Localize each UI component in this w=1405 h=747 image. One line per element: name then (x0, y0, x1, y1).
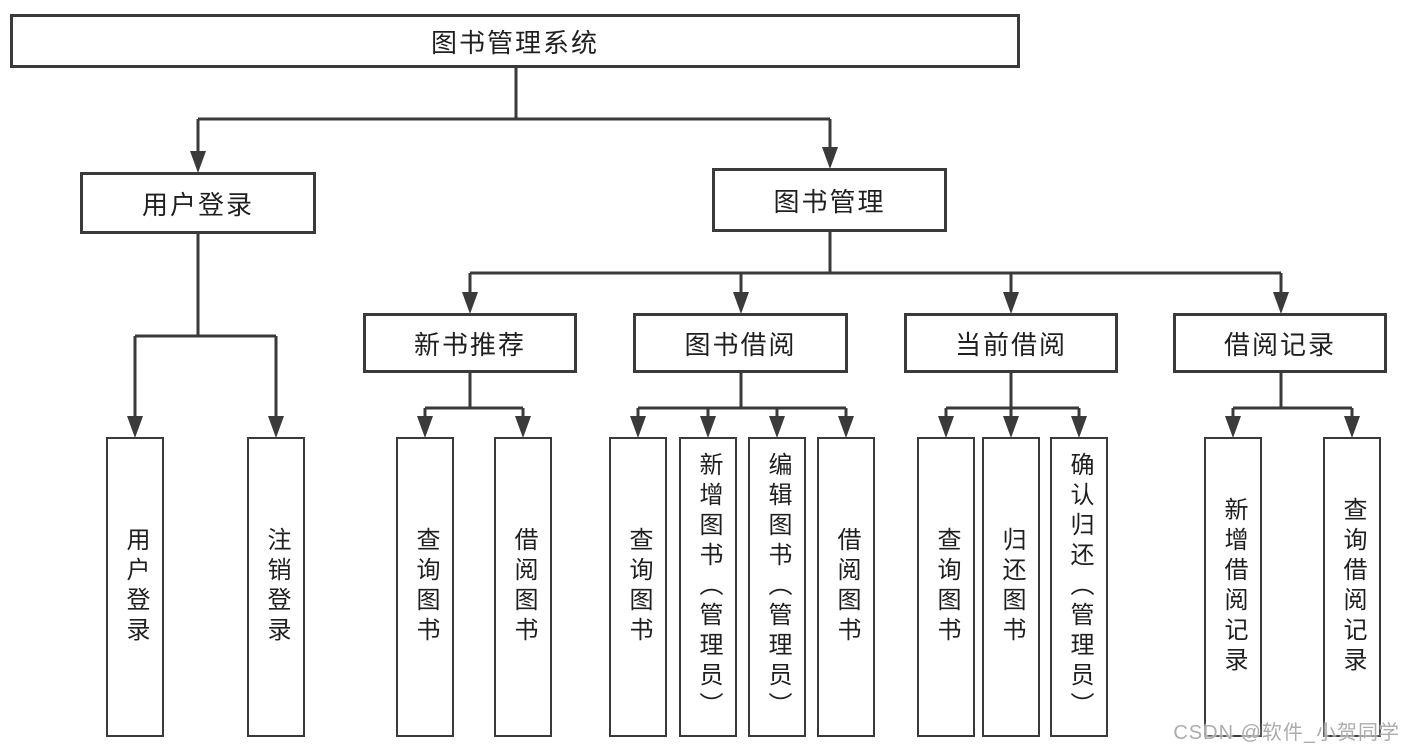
node-book-borrowing: 图书借阅 (633, 313, 848, 373)
leaf-edit-book-admin: 编辑图书（管理员） (748, 437, 806, 737)
arrow-down-icon (630, 416, 646, 438)
node-label: 图书管理系统 (430, 27, 599, 58)
arrow-down-icon (838, 416, 854, 438)
node-label: 借阅图书 (510, 527, 537, 647)
node-label: 确认归还（管理员） (1066, 452, 1093, 722)
node-current-borrowing: 当前借阅 (904, 313, 1118, 373)
node-label: 查询图书 (412, 527, 439, 647)
leaf-add-borrow-record: 新增借阅记录 (1204, 437, 1262, 737)
leaf-borrow-book: 借阅图书 (817, 437, 875, 737)
arrow-down-icon (417, 416, 433, 438)
node-label: 新书推荐 (413, 329, 526, 360)
node-label: 当前借阅 (954, 329, 1067, 360)
node-label: 借阅记录 (1223, 329, 1336, 360)
leaf-confirm-return-admin: 确认归还（管理员） (1050, 437, 1108, 737)
arrow-down-icon (1003, 292, 1019, 314)
leaf-query-book-borrowing: 查询图书 (609, 437, 667, 737)
node-label: 归还图书 (998, 527, 1025, 647)
arrow-down-icon (733, 292, 749, 314)
arrow-down-icon (769, 416, 785, 438)
arrow-down-icon (190, 151, 206, 173)
node-label: 用户登录 (141, 189, 254, 220)
node-borrowing-records: 借阅记录 (1173, 313, 1387, 373)
arrow-down-icon (1225, 416, 1241, 438)
leaf-query-borrow-record: 查询借阅记录 (1323, 437, 1381, 737)
node-label: 用户登录 (122, 527, 149, 647)
arrow-down-icon (938, 416, 954, 438)
csdn-watermark: CSDN @软件_小贺同学 (1173, 722, 1400, 744)
leaf-query-book-current: 查询图书 (917, 437, 975, 737)
node-label: 新增借阅记录 (1220, 497, 1247, 677)
node-new-book-recommendation: 新书推荐 (363, 313, 577, 373)
arrow-down-icon (515, 416, 531, 438)
leaf-logout: 注销登录 (247, 437, 305, 737)
node-label: 新增图书（管理员） (695, 452, 722, 722)
node-user-login: 用户登录 (80, 172, 316, 234)
leaf-user-login: 用户登录 (106, 437, 164, 737)
arrow-down-icon (268, 416, 284, 438)
arrow-down-icon (1071, 416, 1087, 438)
node-label: 图书管理 (773, 186, 886, 217)
arrow-down-icon (1344, 416, 1360, 438)
arrow-down-icon (822, 147, 838, 169)
arrow-down-icon (700, 416, 716, 438)
node-label: 查询图书 (933, 527, 960, 647)
node-label: 查询图书 (625, 527, 652, 647)
node-root-system: 图书管理系统 (10, 14, 1020, 68)
leaf-add-book-admin: 新增图书（管理员） (679, 437, 737, 737)
arrow-down-icon (1273, 292, 1289, 314)
arrow-down-icon (127, 416, 143, 438)
node-label: 图书借阅 (684, 329, 797, 360)
leaf-query-book-recommend: 查询图书 (396, 437, 454, 737)
arrow-down-icon (462, 292, 478, 314)
leaf-borrow-book-recommend: 借阅图书 (494, 437, 552, 737)
node-label: 编辑图书（管理员） (764, 452, 791, 722)
node-label: 借阅图书 (833, 527, 860, 647)
node-label: 查询借阅记录 (1339, 497, 1366, 677)
leaf-return-book: 归还图书 (982, 437, 1040, 737)
node-label: 注销登录 (263, 527, 290, 647)
arrow-down-icon (1003, 416, 1019, 438)
node-book-management: 图书管理 (712, 168, 947, 232)
